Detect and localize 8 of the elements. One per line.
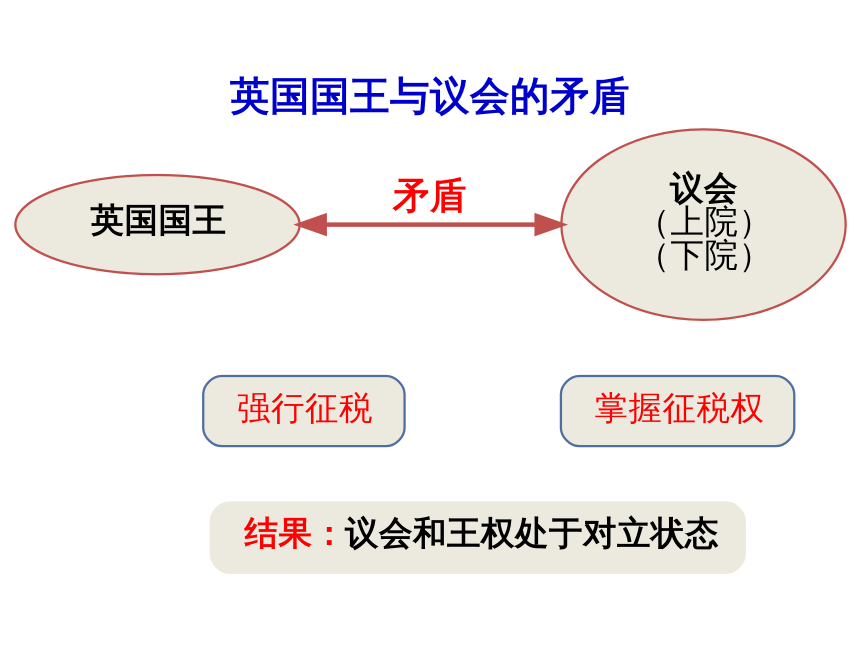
arrow <box>292 212 568 236</box>
diagram-title: 英国国王与议会的矛盾 <box>229 73 630 120</box>
node-box: 掌握征税权 <box>559 374 795 447</box>
node-ellipse: 英国国王 <box>14 173 300 275</box>
node-box: 强行征税 <box>202 374 406 447</box>
node-box: 结果：议会和王权处于对立状态 <box>209 500 746 574</box>
node-ellipse: 议会 （上院） （下院） <box>560 128 846 320</box>
edge-label: 矛盾 <box>392 174 467 217</box>
